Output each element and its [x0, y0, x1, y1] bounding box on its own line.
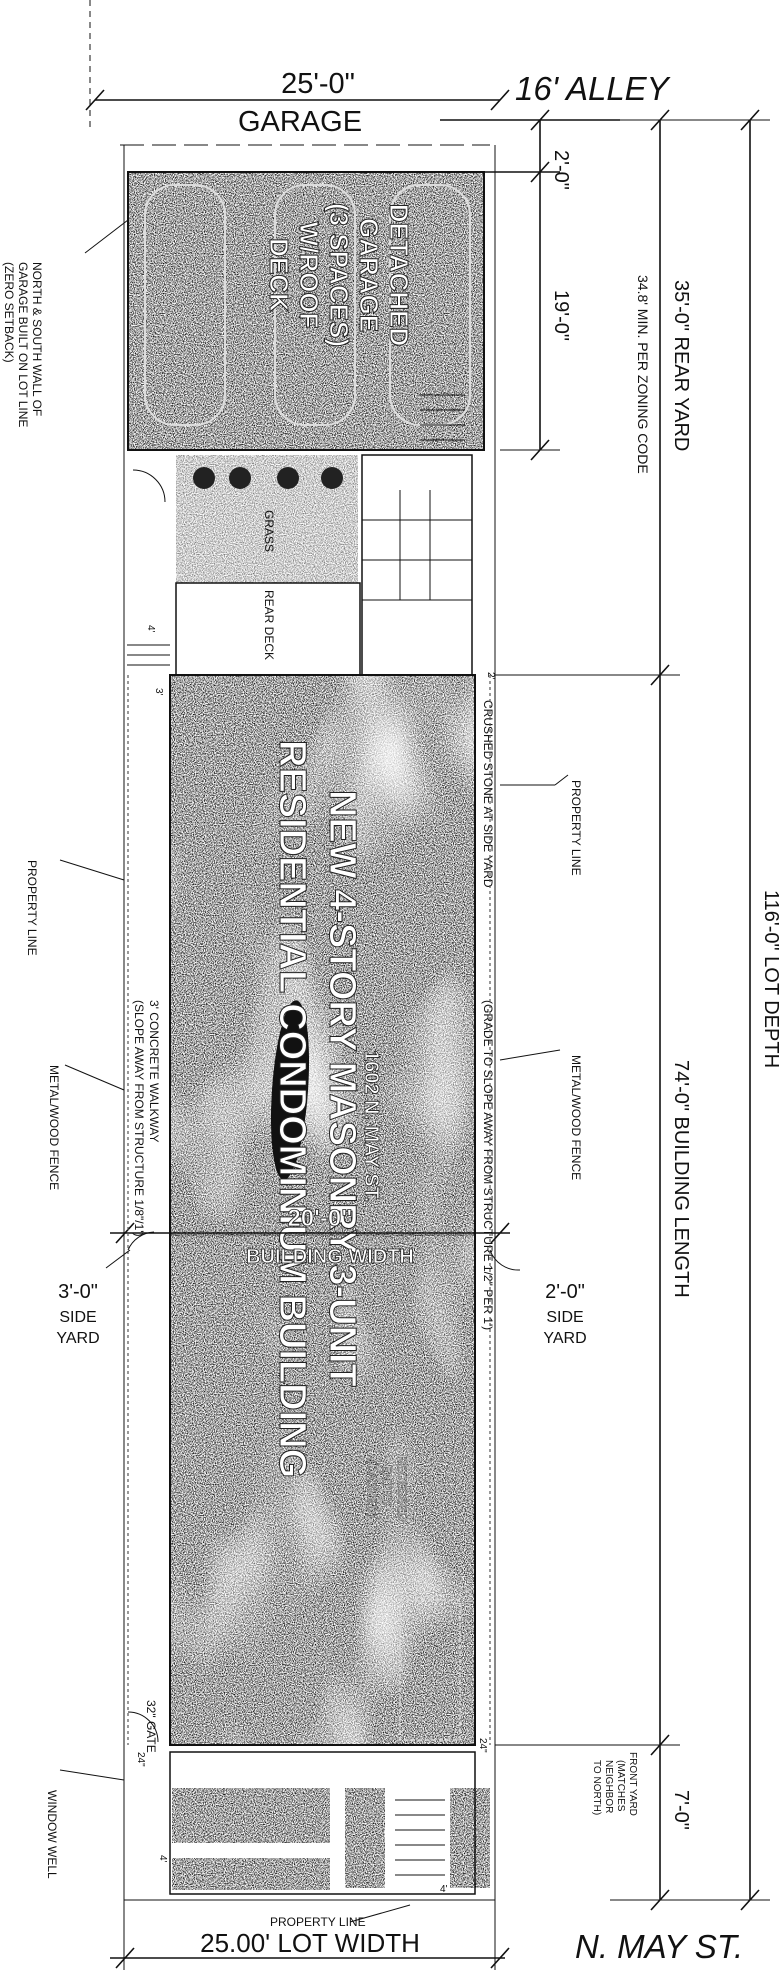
building-line-1: NEW 4-STORY MASONRY 3-UNIT — [321, 790, 363, 1387]
nineteen-ft-text: 19'-0" — [550, 290, 572, 341]
tick-mark — [490, 1947, 510, 1969]
two-ft-text: 2'-0" — [550, 150, 572, 190]
scribble-mark — [270, 1000, 310, 1180]
fence-leader-right — [499, 1049, 561, 1061]
dim-24-b: 24" — [477, 1738, 488, 1753]
window-well-label: WINDOW WELL — [45, 1790, 59, 1879]
property-line-leader-left — [59, 859, 125, 881]
grass-label: GRASS — [262, 510, 276, 552]
planter-bottom — [172, 1858, 330, 1890]
rear-yard-area: GRASS REAR DECK 4' — [127, 454, 473, 676]
tick-mark — [85, 89, 105, 111]
front-yard-area — [127, 1711, 490, 1895]
building-line-2: RESIDENTIAL CONDOMINIUM BUILDING — [271, 740, 313, 1478]
tick-mark — [490, 89, 510, 111]
street-label: N. MAY ST. — [575, 1928, 743, 1965]
recessed-label: RECESSED — [395, 1455, 409, 1521]
garage-label: GARAGE — [238, 106, 362, 138]
tick-mark — [530, 109, 550, 131]
building-width-text: 20'-0" — [287, 1205, 352, 1232]
front-gate-arc — [127, 1711, 159, 1743]
side-yard-right-label-2: YARD — [543, 1330, 586, 1347]
side-yard-leader-left — [105, 1249, 131, 1269]
garage-wall-note-1: NORTH & SOUTH WALL OF — [30, 262, 44, 416]
tick-mark — [740, 1889, 760, 1911]
garage-label-3: (3 SPACES) — [324, 203, 354, 347]
walkway-note: (SLOPE AWAY FROM STRUCTURE 1/8"/1') — [132, 1000, 146, 1237]
fence-right-label: METAL/WOOD FENCE — [569, 1055, 583, 1180]
tick-mark — [115, 1222, 135, 1244]
front-yard-note-2: (MATCHES — [615, 1760, 626, 1812]
property-line-right-label: PROPERTY LINE — [569, 780, 583, 876]
garage-label-4: W/ROOF — [294, 222, 324, 329]
front-entry-area: RECESSED ENTRY (DASHED) — [365, 1455, 461, 1741]
rear-deck-label: REAR DECK — [262, 590, 276, 660]
walkway-label: 3' CONCRETE WALKWAY — [147, 1000, 161, 1143]
building-length-text: 74'-0" BUILDING LENGTH — [670, 1060, 692, 1298]
gate-swing-arc — [132, 469, 166, 503]
garage-width-text: 25'-0" — [281, 68, 355, 100]
shrub-icon — [321, 467, 343, 489]
garage-label-5: DECK — [264, 238, 294, 312]
garage-label-1: DETACHED — [384, 204, 414, 347]
planter-right — [450, 1788, 490, 1888]
front-yard-dim-text: 7'-0" — [670, 1790, 692, 1830]
garage-wall-note-3: (ZERO SETBACK) — [2, 262, 16, 363]
car-outline-2 — [274, 184, 356, 426]
garage-label-2: GARAGE — [354, 218, 384, 332]
crushed-stone-label: CRUSHED STONE AT SIDE YARD — [481, 700, 495, 888]
rear-stair — [361, 454, 473, 676]
lot-width-text: 25.00' LOT WIDTH — [200, 1928, 420, 1958]
shrub-icon — [193, 467, 215, 489]
property-line-bottom-label: PROPERTY LINE — [270, 1915, 366, 1929]
planter-mid — [345, 1788, 385, 1888]
lot-depth-text: 116'-0" LOT DEPTH — [760, 890, 782, 1068]
side-yard-left-dim: 3'-0" — [58, 1281, 98, 1303]
planter-left — [172, 1788, 330, 1843]
property-line-leader-bottom — [349, 1904, 411, 1923]
dim-4-a: 4' — [157, 1855, 168, 1863]
window-well-leader — [59, 1769, 125, 1781]
front-yard-note-3: NEIGHBOR — [603, 1760, 614, 1813]
property-line-left-label: PROPERTY LINE — [25, 860, 39, 956]
entry-label: ENTRY — [380, 1465, 394, 1505]
side-yard-arc-right — [489, 1249, 521, 1271]
gate-label: 32" GATE — [144, 1700, 158, 1753]
tick-mark — [490, 1222, 510, 1244]
garage-wall-leader — [84, 219, 129, 254]
rear-deck — [175, 582, 361, 676]
dashed-label: (DASHED) — [365, 1460, 379, 1518]
building-address: 1602 N. MAY ST. — [360, 1050, 382, 1202]
shrub-icon — [277, 467, 299, 489]
residential-building: 1602 N. MAY ST. NEW 4-STORY MASONRY 3-UN… — [169, 674, 476, 1746]
garage-wall-note-2: GARAGE BUILT ON LOT LINE — [16, 262, 30, 427]
side-yard-left-label-2: YARD — [56, 1330, 99, 1347]
detached-garage: DETACHED GARAGE (3 SPACES) W/ROOF DECK — [127, 171, 485, 451]
dim-24-a: 24" — [135, 1752, 146, 1767]
alley-label: 16' ALLEY — [515, 70, 671, 107]
fence-leader-left — [64, 1064, 125, 1091]
fence-left-label: METAL/WOOD FENCE — [47, 1065, 61, 1190]
tick-mark — [740, 109, 760, 131]
rear-yard-text: 35'-0" REAR YARD — [670, 280, 692, 451]
front-yard-note-1: FRONT YARD — [627, 1752, 638, 1816]
front-yard-note-4: TO NORTH) — [591, 1760, 602, 1815]
car-outline-1 — [144, 184, 226, 426]
side-yard-right-label-1: SIDE — [546, 1309, 583, 1326]
side-yard-left-label-1: SIDE — [59, 1309, 96, 1326]
rear-yard-min-text: 34.8' MIN. PER ZONING CODE — [635, 275, 651, 474]
grade-note: (GRADE TO SLOPE AWAY FROM STRUCTURE 1/2"… — [481, 1000, 495, 1330]
tick-mark — [115, 1947, 135, 1969]
property-line-leader-right — [554, 774, 569, 786]
dim-4-b: 4' — [440, 1884, 448, 1895]
dim-3-side: 3' — [153, 688, 164, 696]
building-width-label: BUILDING WIDTH — [246, 1246, 414, 1268]
shrub-icon — [229, 467, 251, 489]
dim-4-rear: 4' — [145, 625, 156, 633]
side-yard-arc-left — [127, 1231, 155, 1251]
recessed-entry — [399, 1599, 461, 1741]
side-yard-right-dim: 2'-0" — [545, 1281, 585, 1303]
